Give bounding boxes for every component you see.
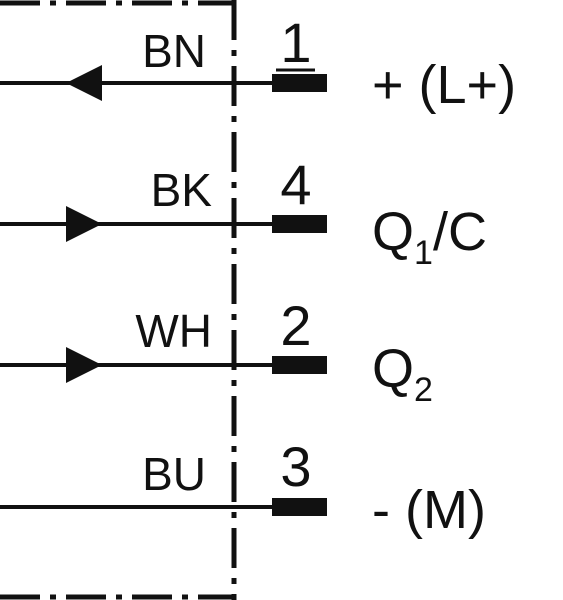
signal-label: Q1/C bbox=[372, 202, 487, 272]
pin-number: 1 bbox=[280, 11, 311, 74]
signal-subscript: 2 bbox=[414, 371, 433, 409]
signal-label: + (L+) bbox=[372, 55, 516, 115]
pin-terminal bbox=[272, 74, 327, 92]
wire-row-black: BK 4 Q1/C bbox=[0, 153, 487, 272]
wire-color-label: WH bbox=[135, 305, 212, 357]
signal-label: Q2 bbox=[372, 339, 433, 409]
wire-row-blue: BU 3 - (M) bbox=[0, 435, 486, 540]
pin-terminal bbox=[272, 215, 327, 233]
pin-number: 2 bbox=[280, 294, 311, 357]
wire-color-label: BN bbox=[142, 25, 206, 77]
signal-tail: /C bbox=[433, 202, 487, 262]
pin-number: 4 bbox=[280, 153, 311, 216]
arrow-out-icon bbox=[66, 347, 102, 383]
arrow-in-icon bbox=[66, 65, 102, 101]
pin-number: 3 bbox=[280, 435, 311, 498]
pin-terminal bbox=[272, 356, 327, 374]
arrow-out-icon bbox=[66, 206, 102, 242]
wire-color-label: BK bbox=[151, 164, 213, 216]
pin-terminal bbox=[272, 498, 327, 516]
wire-color-label: BU bbox=[142, 448, 206, 500]
signal-label: - (M) bbox=[372, 480, 486, 540]
signal-main: Q bbox=[372, 339, 414, 399]
signal-main: Q bbox=[372, 202, 414, 262]
signal-subscript: 1 bbox=[414, 234, 433, 272]
housing-boundary bbox=[0, 0, 237, 600]
wire-row-white: WH 2 Q2 bbox=[0, 294, 433, 409]
wire-row-brown: BN 1 + (L+) bbox=[0, 11, 516, 115]
